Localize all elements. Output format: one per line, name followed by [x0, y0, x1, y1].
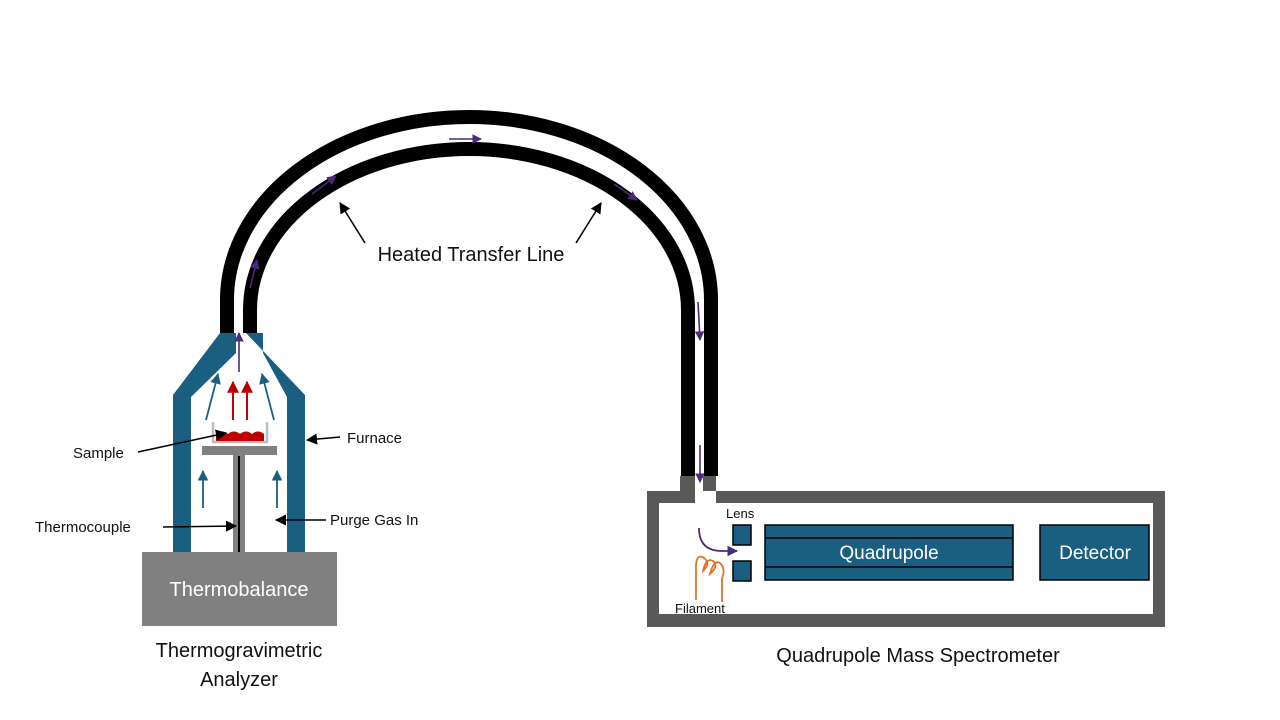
- tga-title-line2: Analyzer: [200, 669, 278, 691]
- thermobalance-label: Thermobalance: [170, 579, 309, 601]
- purge-gas-flow-arrows: [197, 372, 283, 508]
- thermocouple-label: Thermocouple: [35, 519, 131, 536]
- furnace: [173, 333, 305, 552]
- lens-upper: [732, 524, 752, 546]
- filament-coil: [695, 555, 725, 602]
- filament-label: Filament: [675, 601, 725, 616]
- ion-path-arrow: [698, 527, 739, 557]
- detector: [1039, 524, 1150, 581]
- quadrupole-label: Quadrupole: [839, 543, 938, 564]
- qms-title: Quadrupole Mass Spectrometer: [776, 645, 1060, 667]
- tga-callout-arrows: [137, 429, 341, 532]
- quadrupole: [764, 524, 1014, 581]
- transfer-line-flow-arrows: [249, 134, 705, 483]
- balance-pan: [202, 446, 277, 455]
- transfer-line-callout-arrows: [339, 202, 602, 244]
- transfer-line-inner-tube: [243, 142, 695, 476]
- transfer-line-outer-tube: [220, 110, 718, 476]
- evolved-gas-arrows: [227, 380, 253, 420]
- thermobalance: [142, 552, 337, 626]
- lens-lower: [732, 560, 752, 582]
- lens-label: Lens: [726, 506, 755, 521]
- sample-label: Sample: [73, 445, 124, 462]
- furnace-label: Furnace: [347, 430, 402, 447]
- mass-spectrometer-housing: [647, 476, 1165, 627]
- detector-label: Detector: [1059, 543, 1131, 564]
- sample-crucible: [211, 422, 269, 444]
- purge-gas-in-label: Purge Gas In: [330, 512, 418, 529]
- heated-transfer-line-label: Heated Transfer Line: [378, 244, 565, 266]
- tga-title-line1: Thermogravimetric: [156, 640, 323, 662]
